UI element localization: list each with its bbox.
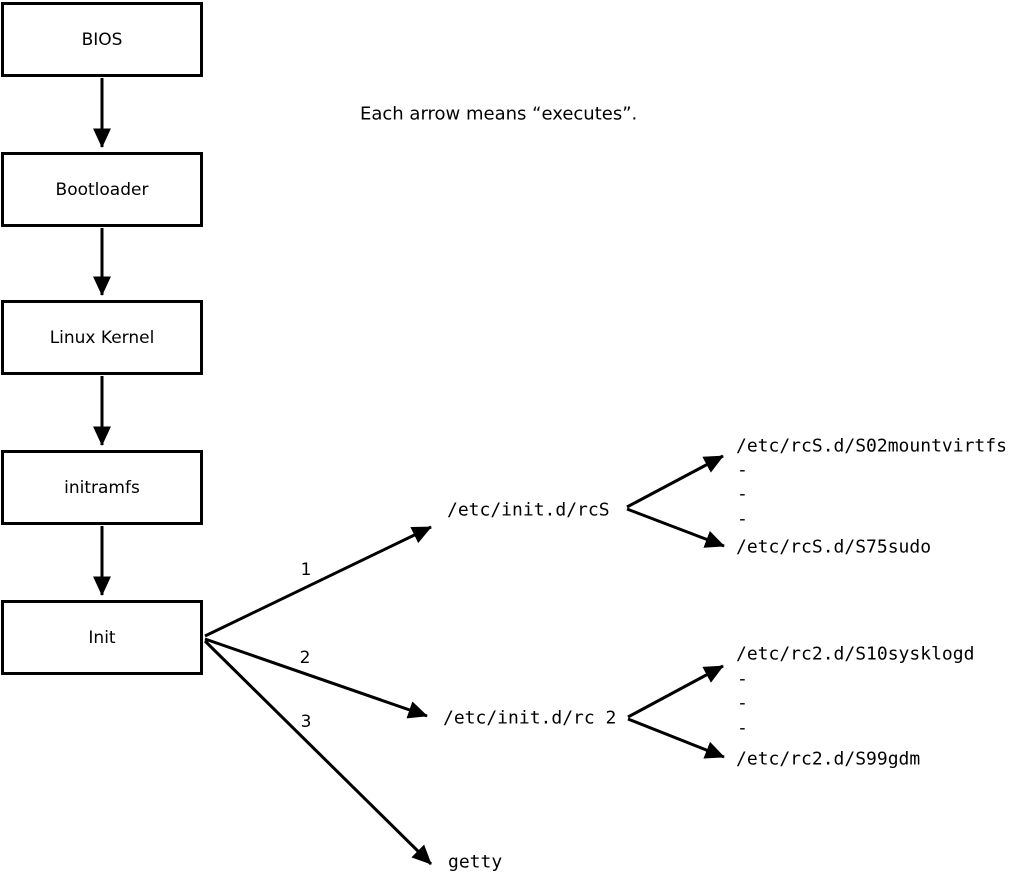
diagram-caption: Each arrow means “executes”. [360,103,638,125]
rc2-script-entry: /etc/rc2.d/S10sysklogd [736,643,975,665]
node-bios: BIOS [1,2,203,77]
arrow-init-to-rc2 [204,637,428,719]
node-bootloader-label: Bootloader [55,179,149,200]
branch-3-target-label: getty [448,851,503,873]
branch-3-order-label: 3 [300,712,312,732]
arrow-rc2-to-s99gdm [627,717,725,759]
rcs-ellipsis-dash: - [737,508,748,530]
arrow-rcs-to-s02mountvirtfs [626,454,724,509]
branch-1-order-label: 1 [300,560,312,580]
node-linux-kernel-label: Linux Kernel [49,327,155,348]
arrow-rcs-to-s75sudo [626,507,725,548]
rcs-ellipsis-dash: - [737,483,748,505]
arrow-rc2-to-s10sysklogd [627,664,724,719]
rc2-script-entry: /etc/rc2.d/S99gdm [736,748,921,770]
branch-1-target-label: /etc/init.d/rcS [447,499,610,521]
node-linux-kernel: Linux Kernel [1,300,203,375]
node-init: Init [1,600,203,675]
node-initramfs: initramfs [1,450,203,525]
rcs-script-entry: /etc/rcS.d/S02mountvirtfs [736,435,1007,457]
branch-2-order-label: 2 [299,648,311,668]
node-initramfs-label: initramfs [64,477,140,498]
node-init-label: Init [88,627,116,648]
arrow-init-to-rcs [204,525,432,638]
rc2-ellipsis-dash: - [737,692,748,714]
rcs-script-entry: /etc/rcS.d/S75sudo [736,536,932,558]
arrow-init-to-getty [203,639,433,866]
rc2-ellipsis-dash: - [737,668,748,690]
node-bootloader: Bootloader [1,152,203,227]
node-bios-label: BIOS [81,29,123,50]
rcs-ellipsis-dash: - [737,459,748,481]
rc2-ellipsis-dash: - [737,717,748,739]
branch-2-target-label: /etc/init.d/rc 2 [443,707,617,729]
